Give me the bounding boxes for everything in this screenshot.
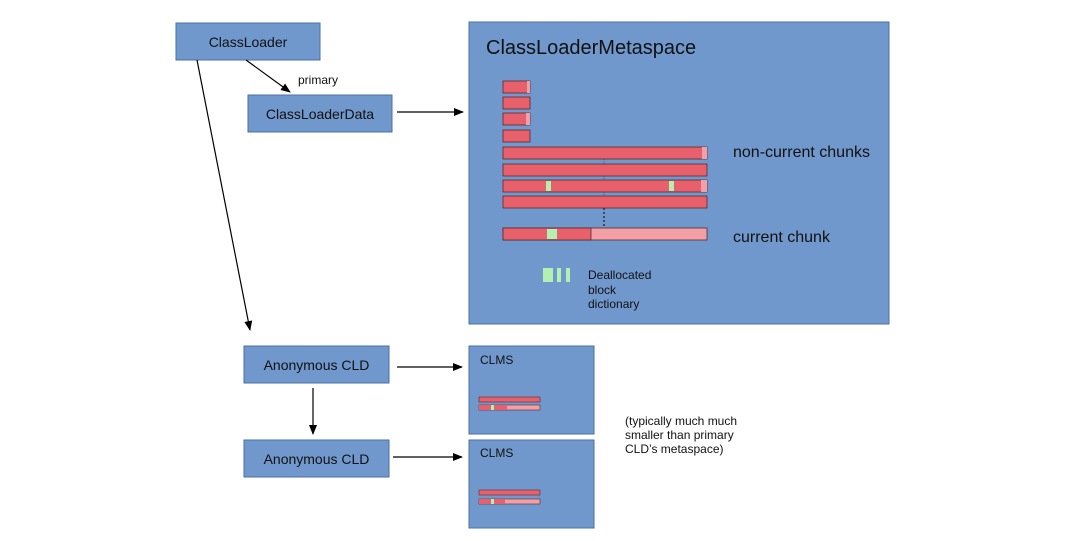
large-chunk-free [701, 180, 707, 192]
primary-edge-label: primary [298, 73, 338, 87]
non-current-chunks [502, 146, 708, 227]
large-chunk [502, 163, 708, 177]
non-current-chunks-label: non-current chunks [733, 144, 870, 161]
large-chunk-free [702, 147, 707, 159]
size-note: (typically much much smaller than primar… [625, 414, 737, 456]
small-chunks [502, 80, 531, 143]
small-chunk-free [526, 113, 530, 125]
legend-line-2: block [588, 283, 617, 297]
legend-line-3: dictionary [588, 297, 639, 311]
small-chunk [502, 112, 531, 126]
classloaderdata-node: ClassLoaderData [247, 94, 393, 133]
primary-arrow [245, 59, 291, 93]
small-chunk-free [527, 81, 530, 93]
current-chunk-label: current chunk [733, 229, 831, 246]
current-chunk [502, 227, 708, 241]
deallocated-block [547, 229, 557, 239]
classloaderdata-label: ClassLoaderData [266, 106, 374, 122]
small-chunk [502, 96, 531, 110]
clms-label-2: CLMS [480, 446, 513, 460]
small-chunk [502, 129, 531, 143]
deallocated-block [669, 181, 674, 191]
clms-panel-1: CLMS [468, 345, 595, 435]
large-chunk [502, 179, 708, 193]
anonymous-cld-node-1: Anonymous CLD [243, 345, 390, 384]
anonymous-cld-label-1: Anonymous CLD [264, 357, 370, 373]
legend-block-icon [566, 268, 570, 282]
legend-line-1: Deallocated [588, 268, 651, 282]
clms-chunk [478, 396, 541, 403]
anonymous-cld-label-2: Anonymous CLD [264, 451, 370, 467]
note-line-1: (typically much much [625, 414, 737, 428]
deallocated-block [491, 405, 494, 410]
legend-block-icon [557, 268, 561, 282]
clms-label-1: CLMS [480, 353, 513, 367]
dealloc-legend: Deallocated block dictionary [543, 268, 651, 311]
classloader-node: ClassLoader [175, 22, 321, 61]
small-chunk [502, 80, 531, 94]
anonymous-cld-node-2: Anonymous CLD [243, 439, 390, 478]
clms-chunk [478, 489, 541, 496]
metaspace-panel: ClassLoaderMetaspace non-current chunk [468, 21, 890, 325]
metaspace-title: ClassLoaderMetaspace [486, 37, 696, 59]
classloader-label: ClassLoader [209, 34, 288, 50]
classloader-to-anon-arrow [196, 59, 253, 331]
deallocated-block [491, 499, 494, 504]
deallocated-block [546, 181, 551, 191]
large-chunk [502, 195, 708, 209]
note-line-2: smaller than primary [625, 428, 734, 442]
clms-panel-2: CLMS [468, 439, 595, 529]
large-chunk [502, 146, 708, 160]
note-line-3: CLD’s metaspace) [625, 442, 723, 456]
legend-block-icon [543, 268, 553, 282]
